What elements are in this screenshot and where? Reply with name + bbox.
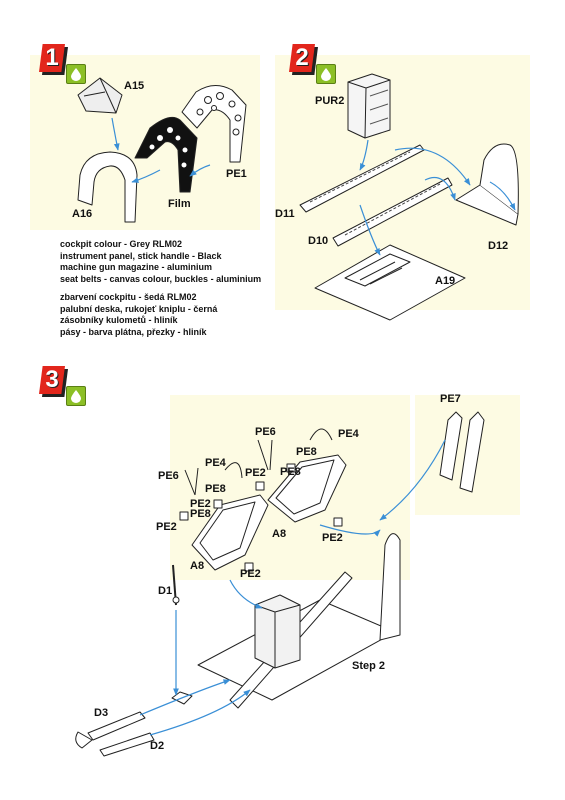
label-pe8-mid1: PE8 [280,466,301,478]
note-en-4: seat belts - canvas colour, buckles - al… [60,273,262,284]
label-pe1: PE1 [226,168,247,180]
label-d2: D2 [150,740,165,752]
part-film [134,116,198,193]
step-badge-3: 3 [39,366,65,394]
label-a15: A15 [124,80,145,92]
part-d3 [87,711,146,741]
painting-notes-en: cockpit colour - Grey RLM02 instrument p… [60,239,261,285]
label-a8-right: A8 [272,528,287,540]
label-d1: D1 [158,585,173,597]
label-pe2-left: PE2 [190,498,211,510]
label-pe4-left: PE4 [205,457,226,469]
label-d11: D11 [275,208,295,220]
label-pe7: PE7 [440,393,461,405]
step-badge-1: 1 [39,44,65,72]
part-pe7b [459,411,485,493]
part-a15 [77,77,123,114]
label-step2: Step 2 [352,660,386,672]
note-en-2: instrument panel, stick handle - Black [60,250,222,261]
part-a16 [77,151,138,223]
note-cz-4: pásy - barva plátna, přezky - hliník [60,326,207,337]
part-pe6-left [184,467,199,496]
part-pe6-right [257,439,273,471]
note-cz-1: zbarvení cockpitu - šedá RLM02 [60,292,197,302]
label-film: Film [168,198,191,210]
label-d3: D3 [94,707,109,719]
label-pur2: PUR2 [315,95,345,107]
label-d10: D10 [308,235,329,247]
note-cz-3: zásobníky kulometů - hliník [60,315,178,325]
label-a19: A19 [435,275,456,287]
paint-drop-icon [66,64,86,84]
label-a16: A16 [72,208,93,220]
label-pe8-right: PE8 [296,446,317,458]
part-pe4-right [309,428,333,441]
label-pe6-left: PE6 [158,470,179,482]
label-pe2-center: PE2 [245,467,266,479]
label-pe8-left: PE8 [205,483,226,495]
label-pe6-right: PE6 [255,426,276,438]
paint-drop-icon [316,64,336,84]
label-pe4-right: PE4 [338,428,359,440]
part-d2 [99,732,155,757]
note-cz-2: palubní deska, rukojeť kniplu - černá [60,303,218,314]
step-badge-2: 2 [289,44,315,72]
label-a8-left: A8 [190,560,205,572]
note-en-1: cockpit colour - Grey RLM02 [60,239,183,249]
label-pe2-far-left: PE2 [156,521,177,533]
label-pe8-mid2: PE8 [190,508,211,520]
part-pur2 [347,73,391,139]
label-pe2-right: PE2 [322,532,343,544]
label-d12: D12 [488,240,509,252]
part-a19 [314,244,466,321]
paint-drop-icon [66,386,86,406]
note-en-3: machine gun magazine - aluminium [60,262,213,272]
part-pe7 [439,411,463,481]
painting-notes-cz: zbarvení cockpitu - šedá RLM02 palubní d… [60,292,217,338]
label-pe2-bottom: PE2 [240,568,261,580]
part-pe4-left [224,462,243,479]
part-d10 [332,177,453,247]
